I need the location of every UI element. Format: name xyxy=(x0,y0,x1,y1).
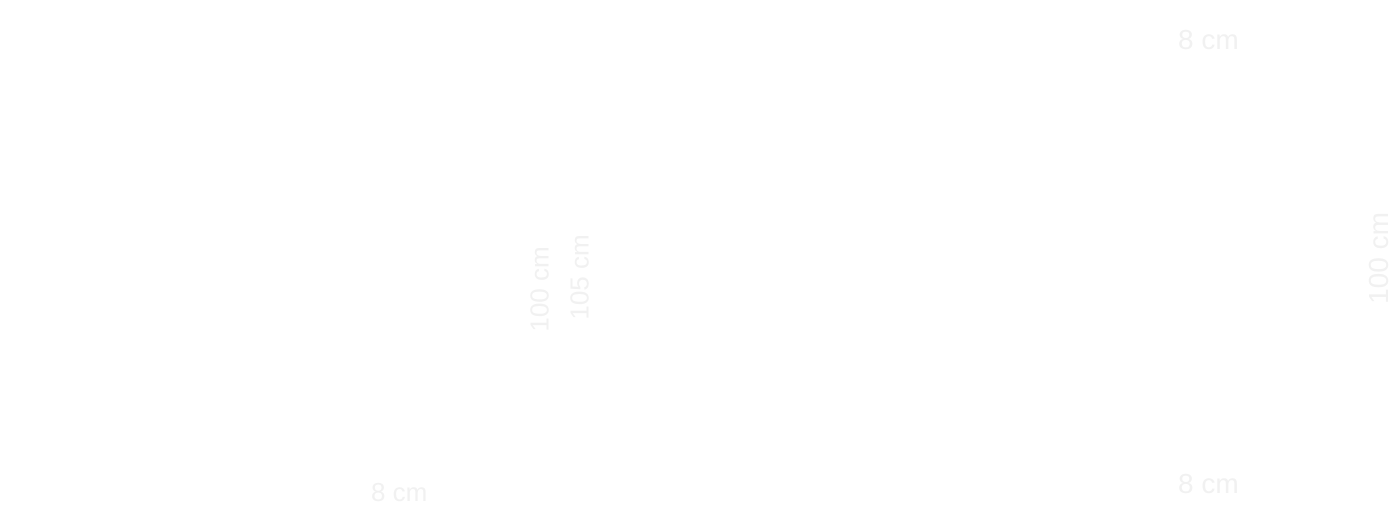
right-top-width-label: 8 cm xyxy=(1178,24,1239,55)
left-bottom-width-label: 8 cm xyxy=(371,477,428,507)
right-height-label: 100 cm xyxy=(1362,212,1394,304)
right-bottom-width-label: 8 cm xyxy=(1178,468,1239,499)
left-outer-height-label: 105 cm xyxy=(564,234,595,320)
left-inner-height-label: 100 cm xyxy=(524,246,555,332)
